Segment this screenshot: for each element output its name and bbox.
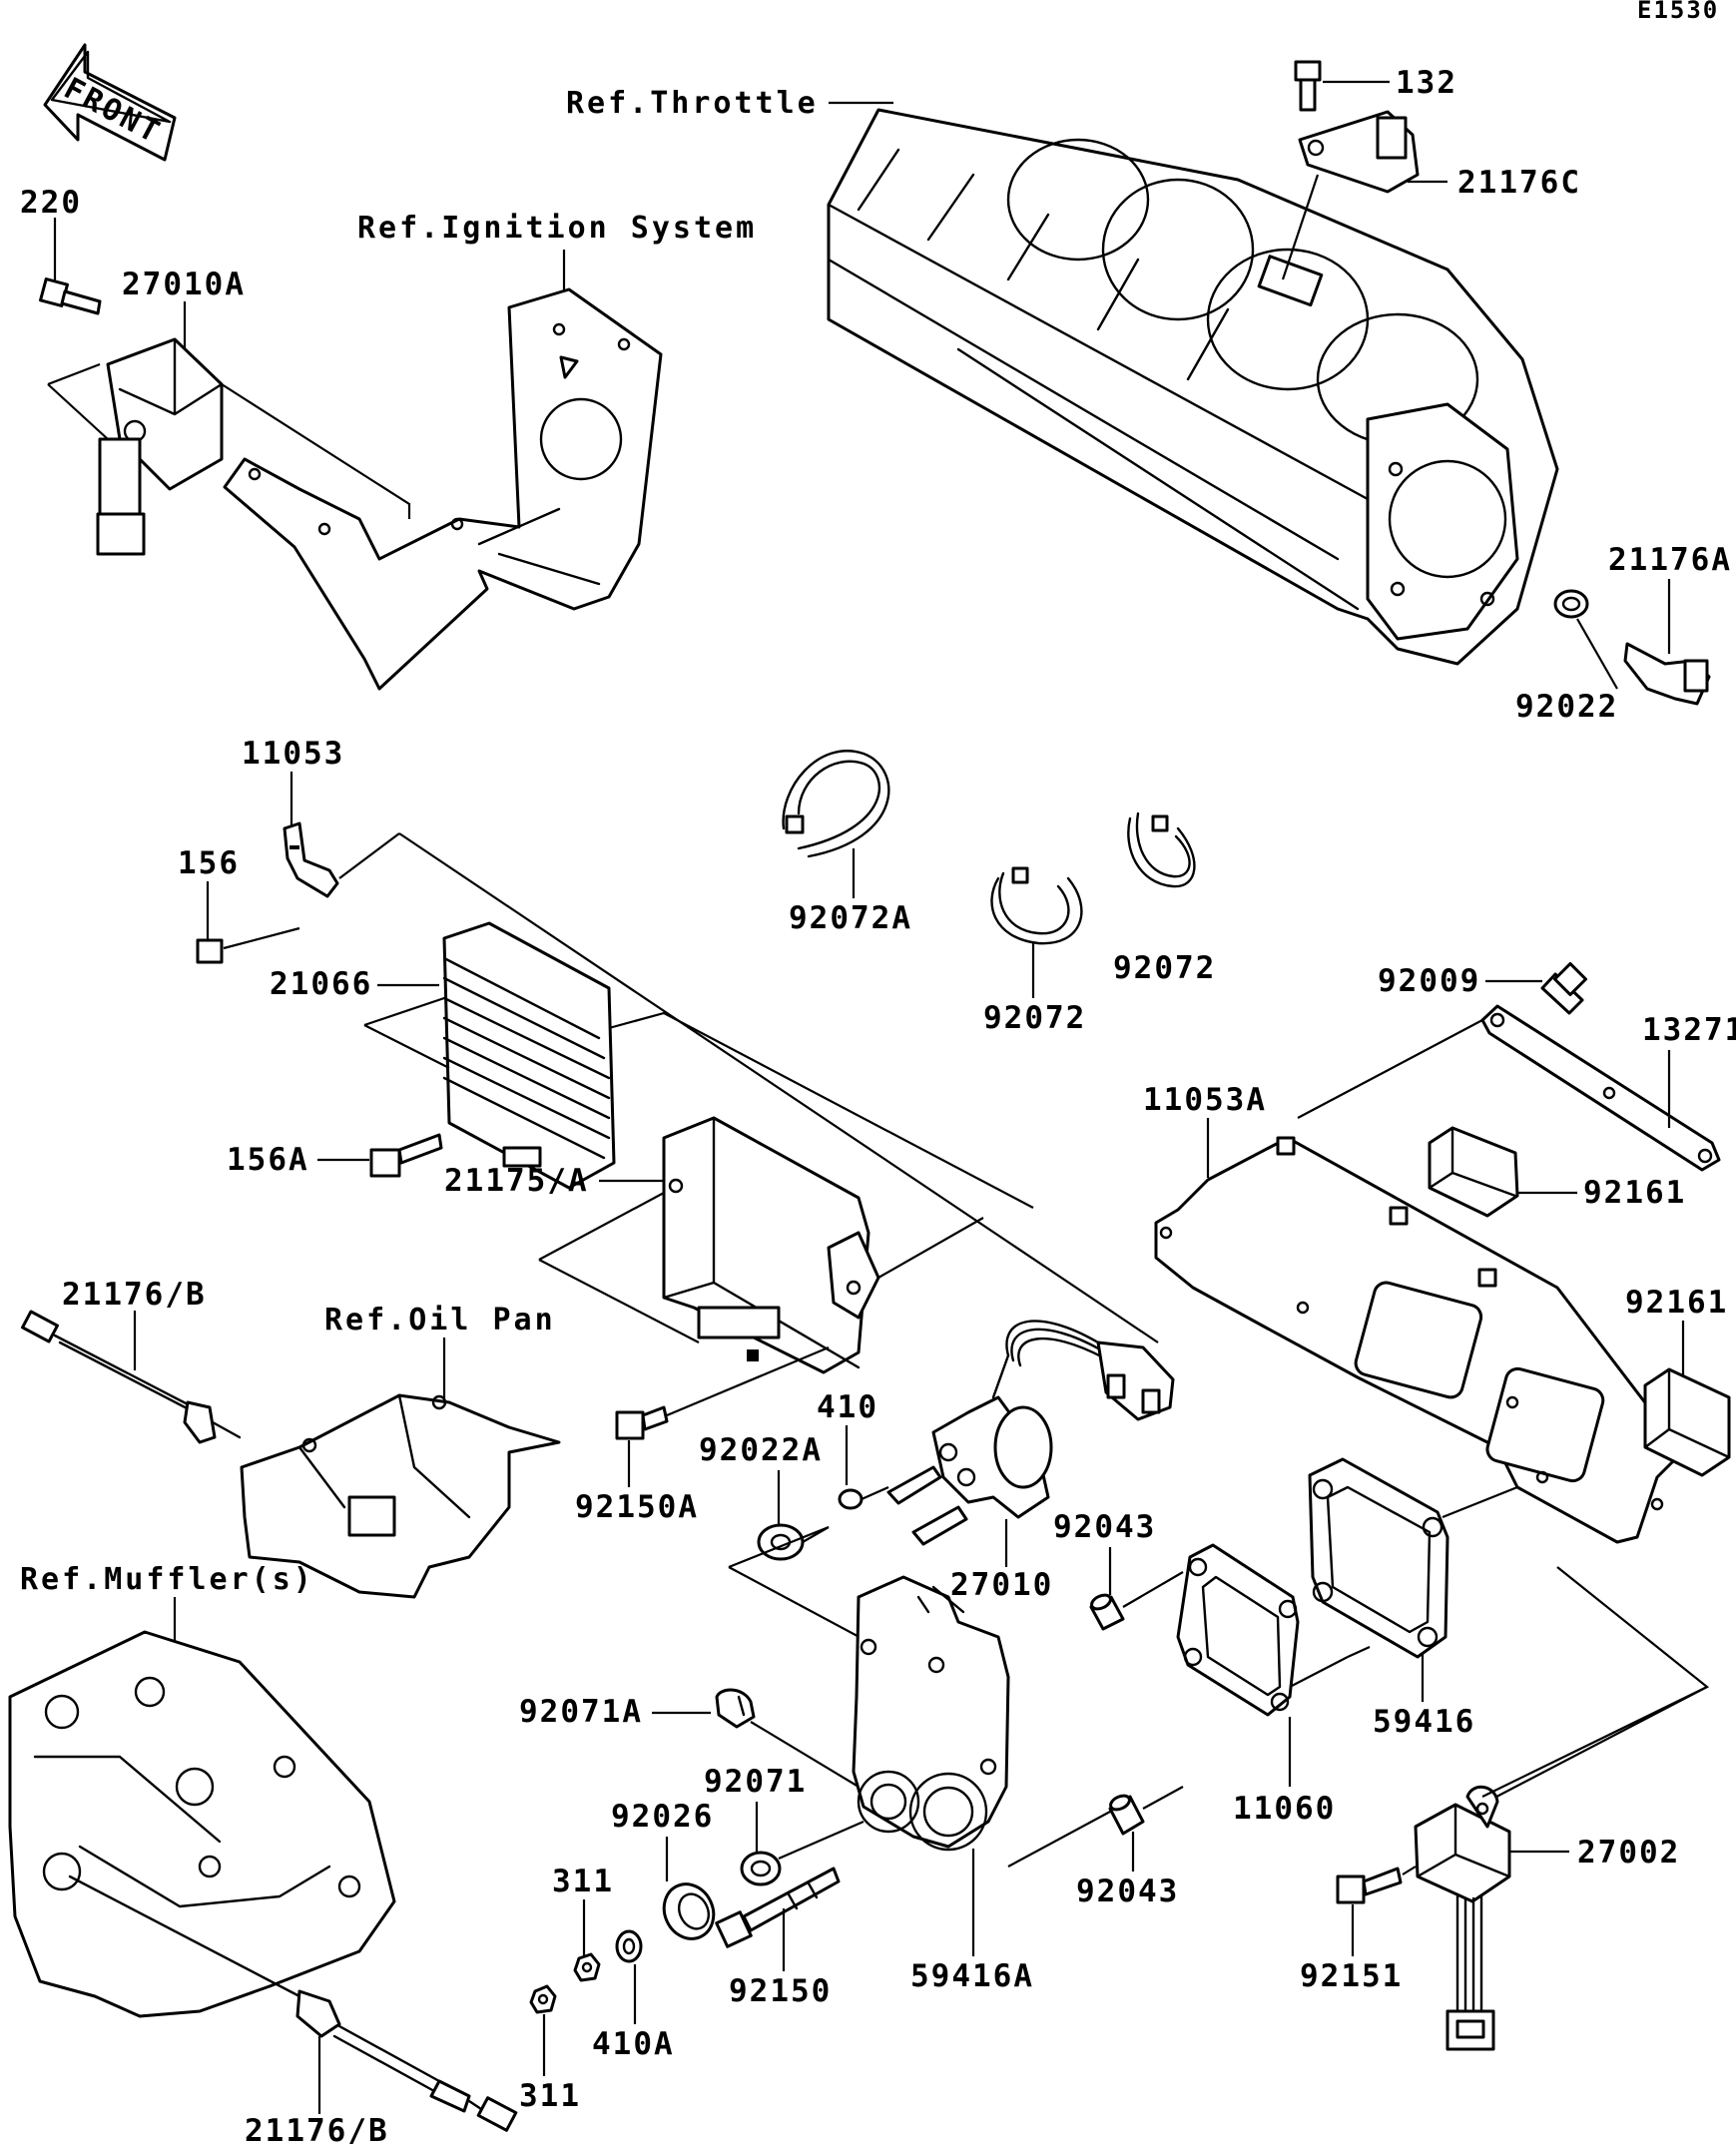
label-92151: 92151 (1300, 1958, 1403, 1994)
oil-pan-drawing (240, 1393, 561, 1599)
label-311-a: 311 (552, 1864, 614, 1899)
label-21175A: 21175/A (444, 1163, 589, 1199)
tie-92072a-part (782, 750, 890, 858)
ref-ignition-label: Ref.Ignition System (357, 211, 757, 246)
label-92071: 92071 (704, 1764, 807, 1800)
label-92022: 92022 (1515, 689, 1618, 725)
ecu-21175a-part (662, 1116, 880, 1374)
muffler-drawing (8, 1630, 396, 2018)
label-220: 220 (20, 185, 82, 221)
label-92026: 92026 (611, 1799, 714, 1835)
plate-13271-part (1480, 1004, 1721, 1172)
plug-92071a-part (715, 1688, 756, 1729)
bolt-92151-part (1336, 1867, 1403, 1904)
cover-59416-part (1308, 1457, 1449, 1659)
ref-oil-pan-label: Ref.Oil Pan (324, 1303, 556, 1338)
bolt-92009-part (1540, 961, 1588, 1015)
label-92072-mid: 92072 (983, 1000, 1086, 1036)
relay-27002-part (1414, 1786, 1511, 2051)
label-311-b: 311 (519, 2078, 581, 2114)
bolt-132-part (1294, 60, 1322, 112)
label-21176A: 21176A (1608, 542, 1732, 578)
label-92161-a: 92161 (1583, 1175, 1686, 1211)
bolt-156-part (196, 938, 224, 964)
label-410: 410 (817, 1389, 878, 1425)
label-11053: 11053 (242, 736, 344, 772)
label-156: 156 (178, 845, 240, 881)
label-59416A: 59416A (910, 1958, 1034, 1994)
washer-410a-part (615, 1929, 643, 1963)
pad-92161-b-part (1643, 1367, 1731, 1477)
diagram-code: E1530 (1637, 0, 1719, 24)
front-arrow-icon: FRONT (43, 43, 177, 162)
washer-92022a-part (757, 1523, 805, 1561)
bracket-11053-part (283, 821, 339, 898)
regulator-21066-part (442, 921, 616, 1190)
tie-92072-top-part (1127, 811, 1196, 888)
seal-92071-part (740, 1851, 782, 1886)
bolt-92150a-part (615, 1405, 669, 1440)
bracket-11053a-part (1154, 1136, 1679, 1544)
label-92150A: 92150A (575, 1489, 699, 1525)
label-59416: 59416 (1373, 1704, 1475, 1740)
label-21176B-bot: 21176/B (245, 2113, 389, 2146)
throttle-body-drawing (827, 108, 1559, 666)
oilseal-92026-part (662, 1882, 716, 1940)
bolt-220-part (39, 277, 102, 315)
gasket-11060-part (1176, 1543, 1300, 1717)
sensor-21176a-part (1623, 642, 1711, 706)
dowel-92043-bot-part (1108, 1794, 1145, 1836)
label-21176C: 21176C (1457, 165, 1581, 201)
washer-92022-part (1553, 589, 1589, 619)
tie-92072-mid-part (990, 866, 1083, 945)
label-92009: 92009 (1378, 963, 1480, 999)
label-92071A: 92071A (519, 1694, 643, 1730)
housing-59416a-part (852, 1575, 1010, 1852)
label-92043-top: 92043 (1053, 1509, 1156, 1545)
label-92072-top: 92072 (1113, 950, 1216, 986)
dowel-92043-top-part (1089, 1593, 1125, 1631)
label-21176B-top: 21176/B (62, 1277, 207, 1313)
bolt-92150-part (715, 1867, 841, 1948)
label-92072A: 92072A (789, 900, 912, 936)
label-410A: 410A (592, 2026, 675, 2062)
label-92022A: 92022A (699, 1432, 823, 1468)
relay-27010a-part (96, 337, 224, 556)
label-27002: 27002 (1577, 1835, 1680, 1871)
ignition-bracket-drawing (223, 287, 663, 691)
ref-muffler-label: Ref.Muffler(s) (20, 1562, 314, 1597)
label-21066: 21066 (270, 966, 372, 1002)
pad-92161-a-part (1428, 1126, 1519, 1218)
solenoid-27010-part (886, 1320, 1175, 1546)
label-132: 132 (1396, 65, 1457, 101)
label-27010: 27010 (950, 1567, 1053, 1603)
label-11053A: 11053A (1143, 1082, 1267, 1118)
sensor-21176c-part (1298, 110, 1420, 194)
label-11060: 11060 (1233, 1791, 1336, 1827)
label-13271: 13271 (1642, 1012, 1736, 1048)
label-92150: 92150 (729, 1973, 832, 2009)
nut-311-b-part (529, 1984, 557, 2014)
label-27010A: 27010A (122, 267, 246, 302)
bolt-156a-part (369, 1133, 443, 1178)
label-156A: 156A (227, 1142, 309, 1178)
ref-throttle-label: Ref.Throttle (566, 86, 819, 121)
label-92043-bot: 92043 (1076, 1874, 1179, 1909)
label-92161-b: 92161 (1625, 1285, 1728, 1321)
sensor-21176b-bot-part (68, 1875, 518, 2132)
sensor-21176b-top-part (21, 1310, 242, 1444)
washer-410-part (838, 1488, 864, 1510)
nut-311-a-part (573, 1952, 601, 1982)
